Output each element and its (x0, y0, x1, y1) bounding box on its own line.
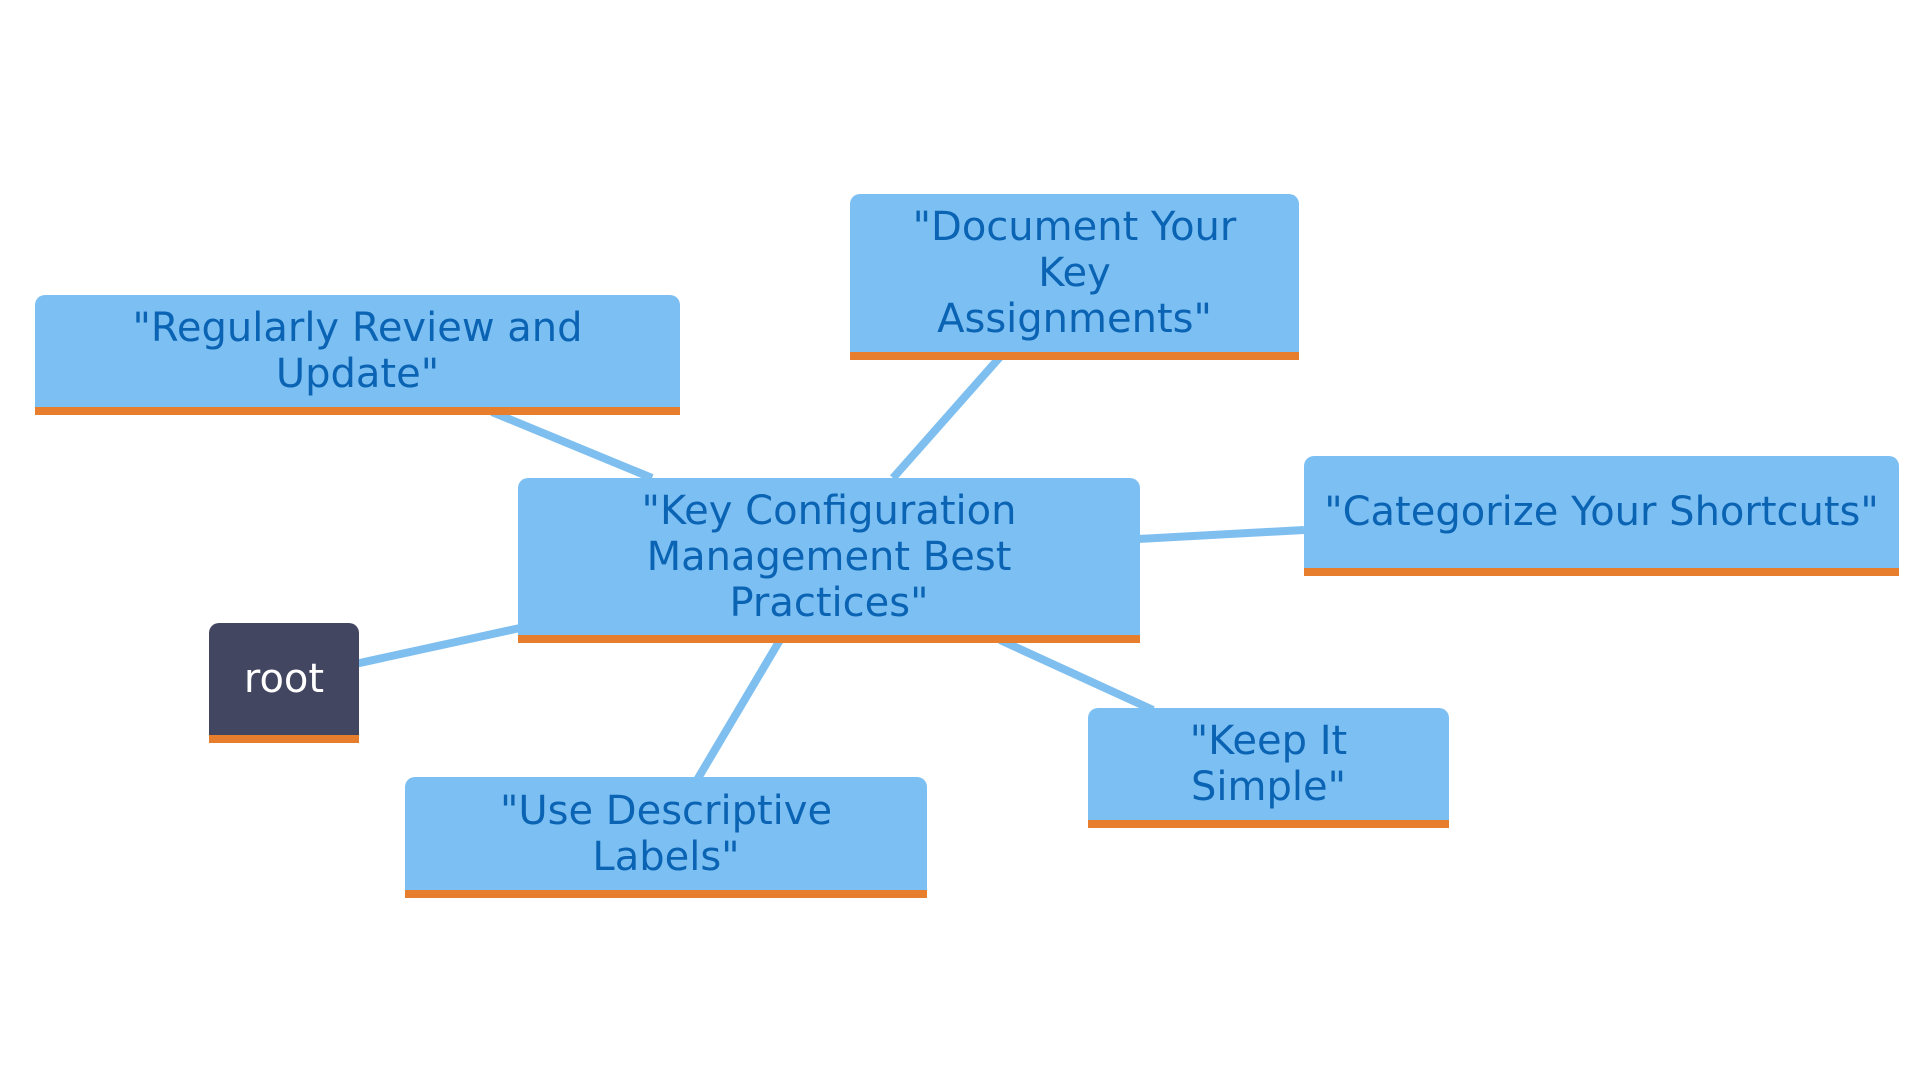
node-label: "Keep It Simple" (1189, 718, 1348, 810)
edge-center-document-keys (890, 354, 1003, 481)
edge-center-regularly-review (490, 408, 654, 482)
node-root[interactable]: root (209, 623, 359, 743)
node-label: "Document Your Key Assignments" (912, 204, 1237, 342)
edge-center-categorize (1137, 526, 1305, 543)
node-regularly-review-and-update[interactable]: "Regularly Review and Update" (35, 295, 680, 415)
node-label: "Use Descriptive Labels" (499, 787, 833, 880)
node-label: "Categorize Your Shortcuts" (1324, 489, 1879, 535)
edge-root-center (354, 624, 521, 668)
node-use-descriptive-labels[interactable]: "Use Descriptive Labels" (405, 777, 927, 898)
node-label: root (243, 656, 325, 702)
edge-center-descriptive-labels (693, 637, 784, 783)
node-label: "Key Configuration Management Best Pract… (641, 487, 1017, 626)
node-keep-it-simple[interactable]: "Keep It Simple" (1088, 708, 1449, 828)
node-categorize-your-shortcuts[interactable]: "Categorize Your Shortcuts" (1304, 456, 1899, 576)
edge-center-keep-simple (998, 636, 1155, 714)
node-label: "Regularly Review and Update" (132, 305, 583, 397)
node-key-configuration-management-best-practices[interactable]: "Key Configuration Management Best Pract… (518, 478, 1140, 643)
node-document-your-key-assignments[interactable]: "Document Your Key Assignments" (850, 194, 1299, 360)
